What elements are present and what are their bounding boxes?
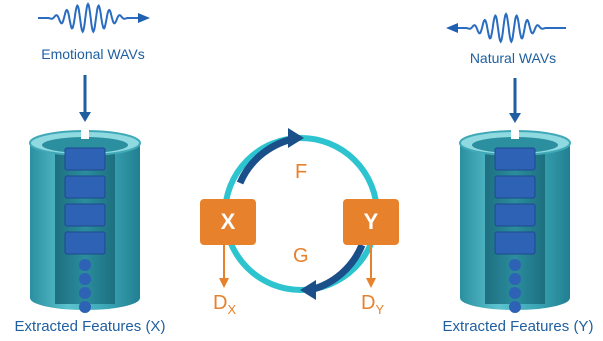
discriminator-x-label: DX [213,292,237,317]
right-waveform-icon [446,12,566,44]
dx-down-arrow-icon [219,245,229,288]
forward-cycle-arrow-icon [288,128,304,148]
extracted-features-y-label: Extracted Features (Y) [442,318,594,335]
feature-block [64,203,106,227]
feature-block [64,175,106,199]
backward-cycle-arrow-icon [300,280,316,300]
x-domain-box: X [200,199,256,245]
feature-block [494,203,536,227]
dy-down-arrow-icon [366,245,376,288]
discriminator-x-subscript: X [227,302,237,317]
discriminator-x-main: D [213,292,228,314]
feature-block [494,231,536,255]
cylinder-hole [472,137,558,153]
feature-dot [509,259,521,271]
feature-dot [509,301,521,313]
forward-mapping-label: F [295,161,308,183]
feature-block [494,147,536,171]
discriminator-y-main: D [361,292,376,314]
feature-dot [79,301,91,313]
right-feature-extractor-cylinder-icon [459,129,571,313]
right-down-arrow-icon [509,78,521,123]
left-waveform-icon [38,2,150,34]
feature-dot [509,273,521,285]
feature-dot [509,287,521,299]
feature-dot [79,287,91,299]
left-feature-extractor-cylinder-icon [29,129,141,313]
discriminator-y-subscript: Y [375,302,385,317]
feature-dot [79,273,91,285]
feature-block [494,175,536,199]
backward-arc [309,243,366,294]
left-down-arrow-icon [79,75,91,122]
y-domain-box: Y [343,199,399,245]
discriminator-y-label: DY [361,292,385,317]
cylinder-notch [511,129,519,139]
feature-dot [79,259,91,271]
natural-wavs-label: Natural WAVs [469,50,557,66]
cylinder-notch [81,129,89,139]
cylinder-hole [42,137,128,153]
feature-block [64,147,106,171]
extracted-features-x-label: Extracted Features (X) [14,318,166,335]
emotional-wavs-label: Emotional WAVs [41,46,145,62]
feature-block [64,231,106,255]
backward-mapping-label: G [293,245,309,267]
